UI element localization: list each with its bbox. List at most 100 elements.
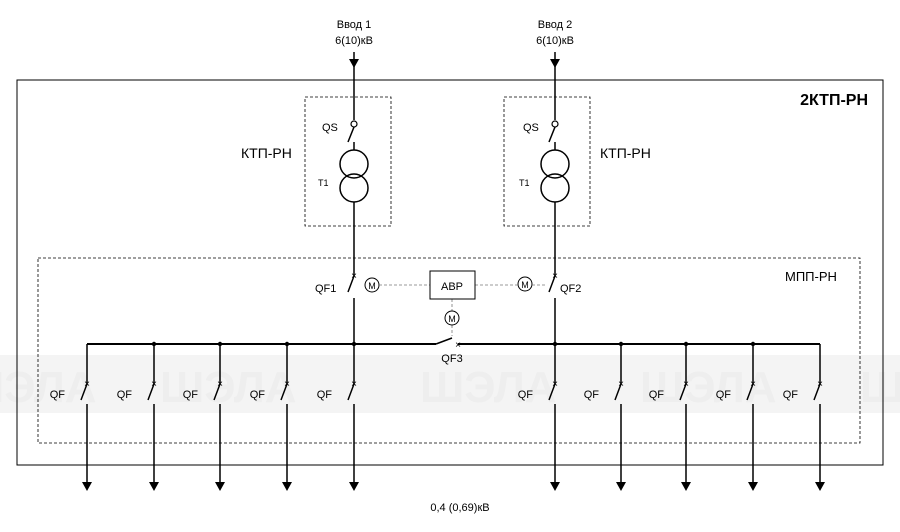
motor-icon-qf3 bbox=[444, 310, 460, 326]
feeder-label: QF bbox=[50, 389, 66, 401]
svg-text:×: × bbox=[217, 379, 223, 390]
svg-text:×: × bbox=[351, 271, 357, 282]
feeder-label: QF bbox=[783, 389, 799, 401]
feeder-breaker-blade bbox=[813, 383, 821, 401]
feeder-10: × QF bbox=[783, 344, 825, 491]
chain-right bbox=[540, 66, 570, 344]
ktp-label-right: КТП-РН bbox=[600, 145, 651, 161]
ktp-box-right bbox=[503, 96, 591, 227]
mpp-label: МПП-РН bbox=[785, 269, 837, 284]
feeder-2: × QF bbox=[117, 341, 159, 491]
feeder-label: QF bbox=[183, 389, 199, 401]
input-1-name: Ввод 1 bbox=[337, 19, 372, 31]
feeder-breaker-blade bbox=[746, 383, 754, 401]
qs-blade-right bbox=[548, 126, 556, 143]
output-arrow-icon bbox=[616, 482, 626, 491]
output-arrow-icon bbox=[815, 482, 825, 491]
mpp-box bbox=[37, 257, 861, 444]
svg-text:×: × bbox=[552, 379, 558, 390]
motor-label-qf1: M bbox=[368, 281, 376, 291]
t1-label-right: T1 bbox=[519, 178, 530, 188]
input-arrow-right bbox=[550, 52, 560, 68]
qf1-label: QF1 bbox=[315, 283, 336, 295]
feeder-label: QF bbox=[317, 389, 333, 401]
watermark-background bbox=[0, 355, 900, 413]
output-voltage: 0,4 (0,69)кВ bbox=[430, 502, 489, 514]
transformer-t1-left-top bbox=[339, 149, 369, 179]
qs-contact-right bbox=[551, 120, 559, 128]
svg-text:×: × bbox=[618, 379, 624, 390]
feeder-label: QF bbox=[117, 389, 133, 401]
t1-label-left: T1 bbox=[318, 178, 329, 188]
feeder-1: × QF bbox=[50, 344, 92, 491]
qs-blade-left bbox=[347, 126, 355, 143]
feeder-breaker-blade bbox=[280, 383, 288, 401]
feeder-label: QF bbox=[250, 389, 266, 401]
feeder-6: × QF bbox=[518, 341, 560, 491]
watermark-text: ШЭЛА bbox=[0, 363, 97, 412]
feeder-breaker-blade bbox=[614, 383, 622, 401]
feeder-breaker-blade bbox=[347, 383, 355, 401]
watermark-band: ШЭЛА ШЭЛА ШЭЛА ШЭЛА ШЭЛА bbox=[0, 355, 900, 413]
feeder-breaker-blade bbox=[80, 383, 88, 401]
feeder-7: × QF bbox=[584, 341, 626, 491]
feeder-label: QF bbox=[584, 389, 600, 401]
svg-text:×: × bbox=[455, 340, 461, 351]
enclosure-title: 2КТП-РН bbox=[800, 92, 868, 109]
feeder-label: QF bbox=[518, 389, 534, 401]
output-arrow-icon bbox=[82, 482, 92, 491]
qf2-label: QF2 bbox=[560, 283, 581, 295]
output-arrow-icon bbox=[282, 482, 292, 491]
qs-label-right: QS bbox=[523, 122, 539, 134]
output-arrow-icon bbox=[149, 482, 159, 491]
output-arrow-icon bbox=[550, 482, 560, 491]
input-2-name: Ввод 2 bbox=[538, 19, 573, 31]
enclosure-2ktp bbox=[16, 79, 884, 466]
ktp-box-left bbox=[304, 96, 392, 227]
svg-text:×: × bbox=[817, 379, 823, 390]
svg-text:×: × bbox=[151, 379, 157, 390]
feeder-4: × QF bbox=[250, 341, 292, 491]
ktp-label-left: КТП-РН bbox=[241, 145, 292, 161]
motor-label-qf3: M bbox=[448, 314, 456, 324]
feeder-breaker-blade bbox=[679, 383, 687, 401]
feeder-3: × QF bbox=[183, 341, 225, 491]
avr-box bbox=[429, 270, 476, 300]
qf3-label: QF3 bbox=[441, 353, 462, 365]
motor-label-qf2: M bbox=[521, 280, 529, 290]
feeder-group: × QF × QF × QF × QF × QF × QF × QF × QF × QF × QF bbox=[50, 341, 825, 491]
input-arrow-left bbox=[349, 52, 359, 68]
svg-text:×: × bbox=[750, 379, 756, 390]
watermark-text: ШЭЛА bbox=[160, 363, 297, 412]
output-arrow-icon bbox=[215, 482, 225, 491]
feeder-label: QF bbox=[649, 389, 665, 401]
watermark-text: ШЭЛА bbox=[860, 363, 900, 412]
input-1-voltage: 6(10)кВ bbox=[335, 35, 373, 47]
svg-text:×: × bbox=[284, 379, 290, 390]
svg-text:×: × bbox=[84, 379, 90, 390]
feeder-label: QF bbox=[716, 389, 732, 401]
chain-left bbox=[339, 66, 369, 344]
breaker-qf3: × bbox=[435, 337, 461, 351]
watermark-text: ШЭЛА bbox=[640, 363, 777, 412]
output-arrow-icon bbox=[681, 482, 691, 491]
svg-text:×: × bbox=[351, 379, 357, 390]
avr-label: АВР bbox=[441, 281, 463, 293]
motor-icon-qf2 bbox=[517, 276, 533, 292]
qs-contact-left bbox=[350, 120, 358, 128]
output-arrow-icon bbox=[748, 482, 758, 491]
feeder-9: × QF bbox=[716, 341, 758, 491]
feeder-breaker-blade bbox=[147, 383, 155, 401]
svg-text:×: × bbox=[683, 379, 689, 390]
watermark-text: ШЭЛА bbox=[420, 363, 557, 412]
feeder-breaker-blade bbox=[213, 383, 221, 401]
input-2-voltage: 6(10)кВ bbox=[536, 35, 574, 47]
feeder-8: × QF bbox=[649, 341, 691, 491]
breaker-qf2: × bbox=[548, 271, 558, 293]
output-arrow-icon bbox=[349, 482, 359, 491]
qs-label-left: QS bbox=[322, 122, 338, 134]
svg-text:×: × bbox=[552, 271, 558, 282]
transformer-t1-right-top bbox=[540, 149, 570, 179]
feeder-breaker-blade bbox=[548, 383, 556, 401]
